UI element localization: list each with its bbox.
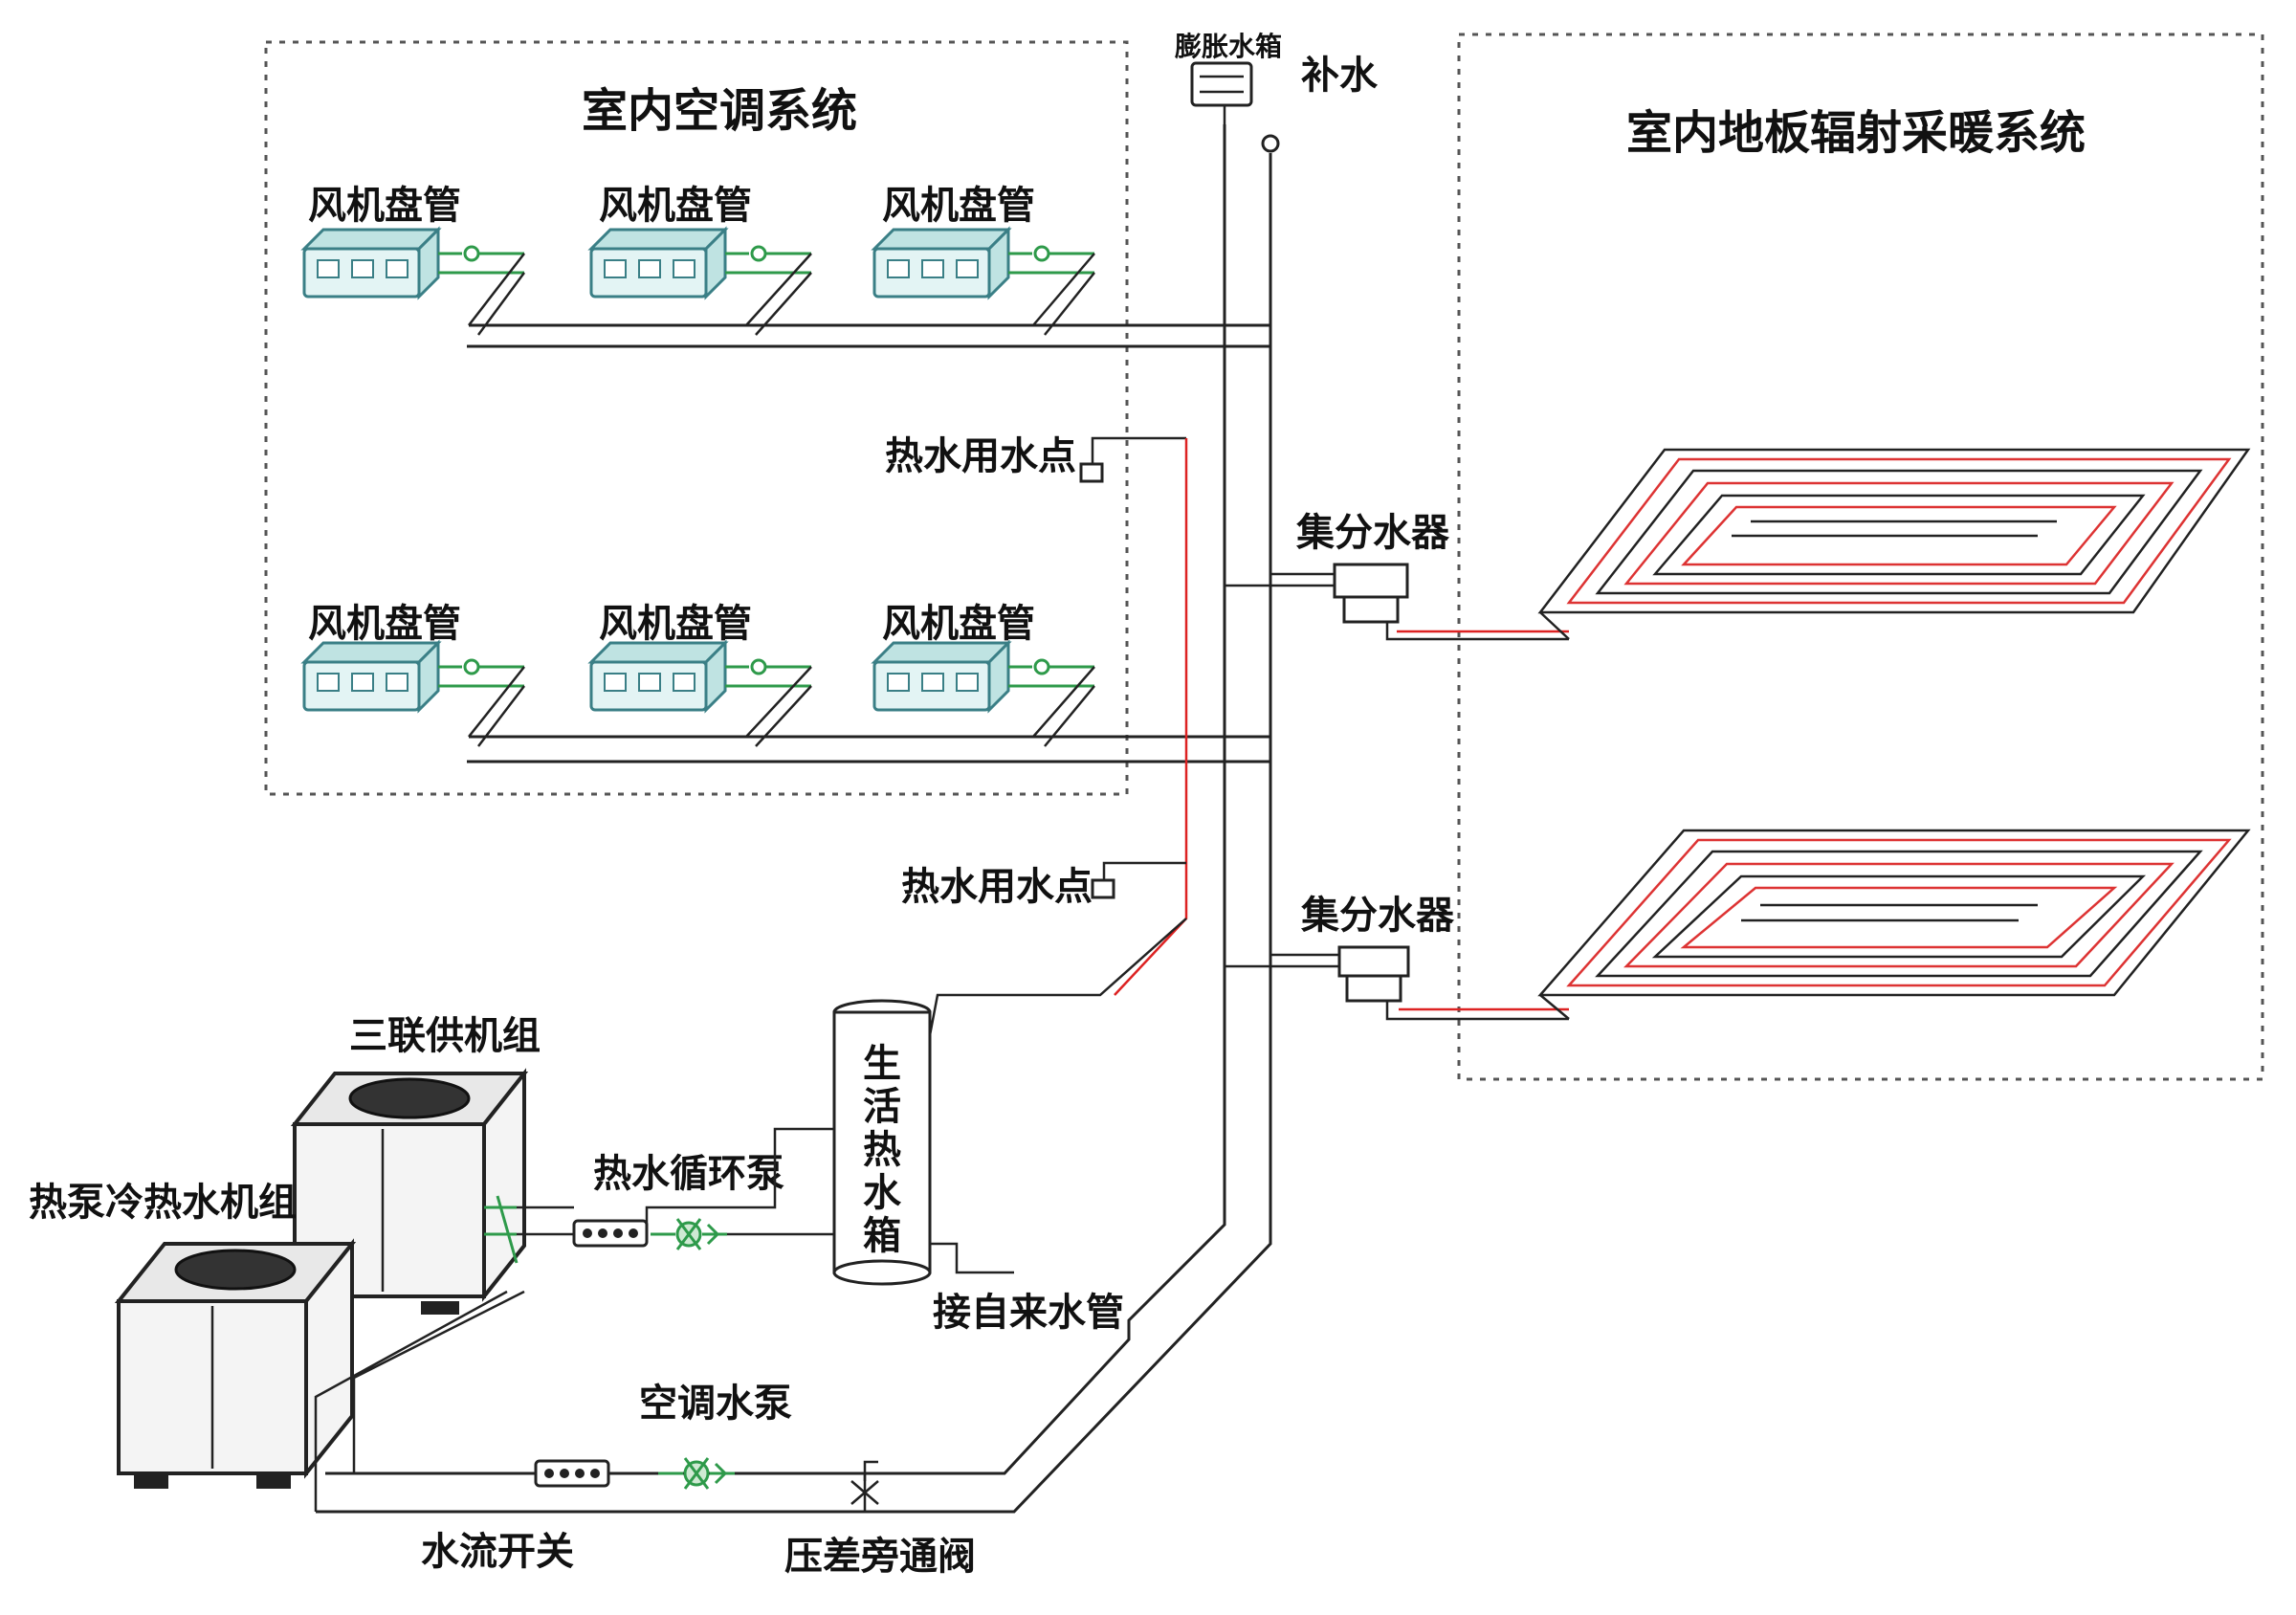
fan-icon xyxy=(174,1249,297,1291)
hot-water-supply-pipe xyxy=(1114,438,1188,996)
fcu-label: 风机盘管 xyxy=(882,602,1035,646)
expansion-tank: 膨胀水箱 xyxy=(1174,31,1282,153)
ac-pump-label: 空调水泵 xyxy=(639,1382,792,1426)
fan-coil-unit-3: 风机盘管 xyxy=(872,184,1096,299)
ac-system-region xyxy=(264,40,1129,796)
manifold-icon xyxy=(1337,945,1410,978)
hot-water-pump-label: 热水循环泵 xyxy=(593,1152,784,1196)
hot-water-point-label-1: 热水用水点 xyxy=(885,434,1076,478)
valve-icon xyxy=(1190,61,1253,107)
tank-label-char-2: 活 xyxy=(863,1085,901,1129)
main-riser-supply xyxy=(325,124,1226,1475)
fan-coil-icon xyxy=(589,641,813,712)
fan-coil-icon xyxy=(302,228,526,299)
fcu-label: 风机盘管 xyxy=(599,184,752,228)
fcu-header-pipe-top xyxy=(467,323,1270,348)
makeup-water-label: 补水 xyxy=(1301,54,1379,98)
tank-outlet-pipe xyxy=(928,918,1187,1036)
tap-water-inlet xyxy=(930,1242,1014,1274)
triple-unit-label: 三联供机组 xyxy=(349,1014,541,1058)
fcu-label: 风机盘管 xyxy=(308,184,461,228)
flow-switch-label: 水流开关 xyxy=(421,1530,574,1574)
pump-controller-icon xyxy=(534,1459,610,1488)
manifold-2: 集分水器 xyxy=(1270,894,1569,1021)
triple-supply-unit: 三联供机组 xyxy=(290,1014,541,1315)
fan-coil-unit-5: 风机盘管 xyxy=(589,602,813,712)
fcu-label: 风机盘管 xyxy=(599,602,752,646)
pump-icon xyxy=(649,1217,729,1251)
fan-coil-icon xyxy=(872,228,1096,299)
hot-water-tank: 生 活 热 水 箱 xyxy=(832,999,932,1286)
manifold-icon xyxy=(1333,563,1409,599)
bypass-valve-label: 压差旁通阀 xyxy=(784,1535,976,1579)
valve-icon xyxy=(850,1480,879,1505)
unit-connection xyxy=(484,1195,519,1264)
tank-label-char-5: 箱 xyxy=(863,1214,901,1258)
pump-controller-icon xyxy=(572,1219,649,1248)
floor-heating-title: 室内地板辐射采暖系统 xyxy=(1626,106,2086,160)
heat-pump-unit-label: 热泵冷热水机组 xyxy=(29,1181,297,1225)
tap-water-label: 接自来水管 xyxy=(933,1291,1124,1335)
main-riser-return xyxy=(316,153,1272,1514)
fcu-branch-pipes-bottom xyxy=(468,666,1095,747)
fan-coil-icon xyxy=(589,228,813,299)
hot-water-point-label-2: 热水用水点 xyxy=(901,865,1093,909)
floor-coil-2 xyxy=(1537,829,2251,1020)
fan-coil-unit-1: 风机盘管 xyxy=(302,184,526,299)
tap-icon xyxy=(1091,878,1115,899)
fan-coil-icon xyxy=(872,641,1096,712)
fan-icon xyxy=(348,1077,471,1119)
manifold-label: 集分水器 xyxy=(1300,894,1455,938)
fcu-header-pipe-bottom xyxy=(467,735,1270,763)
tank-label-char-1: 生 xyxy=(863,1042,901,1086)
tank-label-char-4: 水 xyxy=(863,1171,902,1215)
pump-icon xyxy=(656,1456,737,1491)
tank-label-char-3: 热 xyxy=(863,1128,901,1172)
unit-return-pipes xyxy=(314,1290,525,1512)
fan-coil-unit-6: 风机盘管 xyxy=(872,602,1096,712)
fcu-label: 风机盘管 xyxy=(882,184,1035,228)
manifold-label: 集分水器 xyxy=(1295,511,1450,555)
fan-coil-unit-2: 风机盘管 xyxy=(589,184,813,299)
fcu-branch-pipes-top xyxy=(468,253,1095,336)
heat-pump-unit: 热泵冷热水机组 xyxy=(29,1181,357,1489)
tap-icon xyxy=(1079,462,1104,483)
bypass-valve xyxy=(850,1460,879,1512)
fan-coil-icon xyxy=(302,641,526,712)
floor-heating-region xyxy=(1457,33,2264,1081)
floor-coil-1 xyxy=(1537,448,2251,640)
manifold-1: 集分水器 xyxy=(1270,511,1569,641)
fan-coil-unit-4: 风机盘管 xyxy=(302,602,526,712)
makeup-valve-label: 膨胀水箱 xyxy=(1174,31,1282,62)
fcu-label: 风机盘管 xyxy=(308,602,461,646)
ac-system-title: 室内空调系统 xyxy=(582,84,857,138)
